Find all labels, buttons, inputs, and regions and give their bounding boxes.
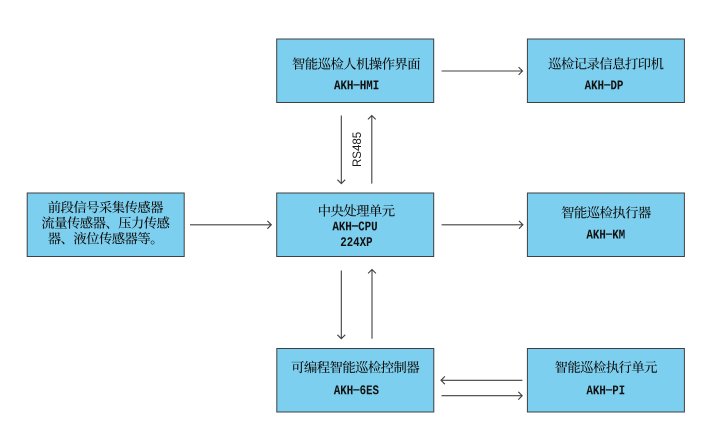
svg-text:RS485: RS485 [352, 132, 364, 167]
